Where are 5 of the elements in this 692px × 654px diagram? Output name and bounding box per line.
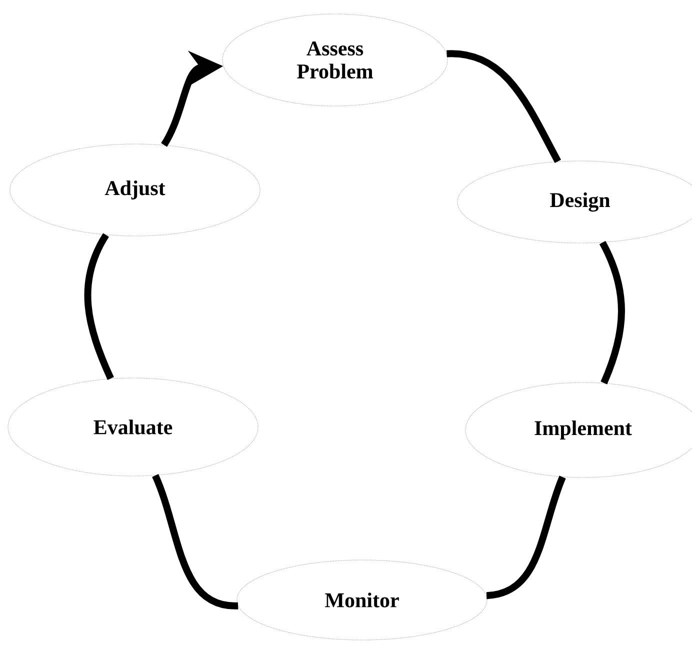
cycle-arc bbox=[599, 241, 625, 384]
cycle-arc bbox=[446, 50, 562, 164]
cycle-arc bbox=[152, 474, 238, 610]
cycle-arc bbox=[84, 233, 114, 380]
cycle-arc bbox=[486, 476, 566, 600]
